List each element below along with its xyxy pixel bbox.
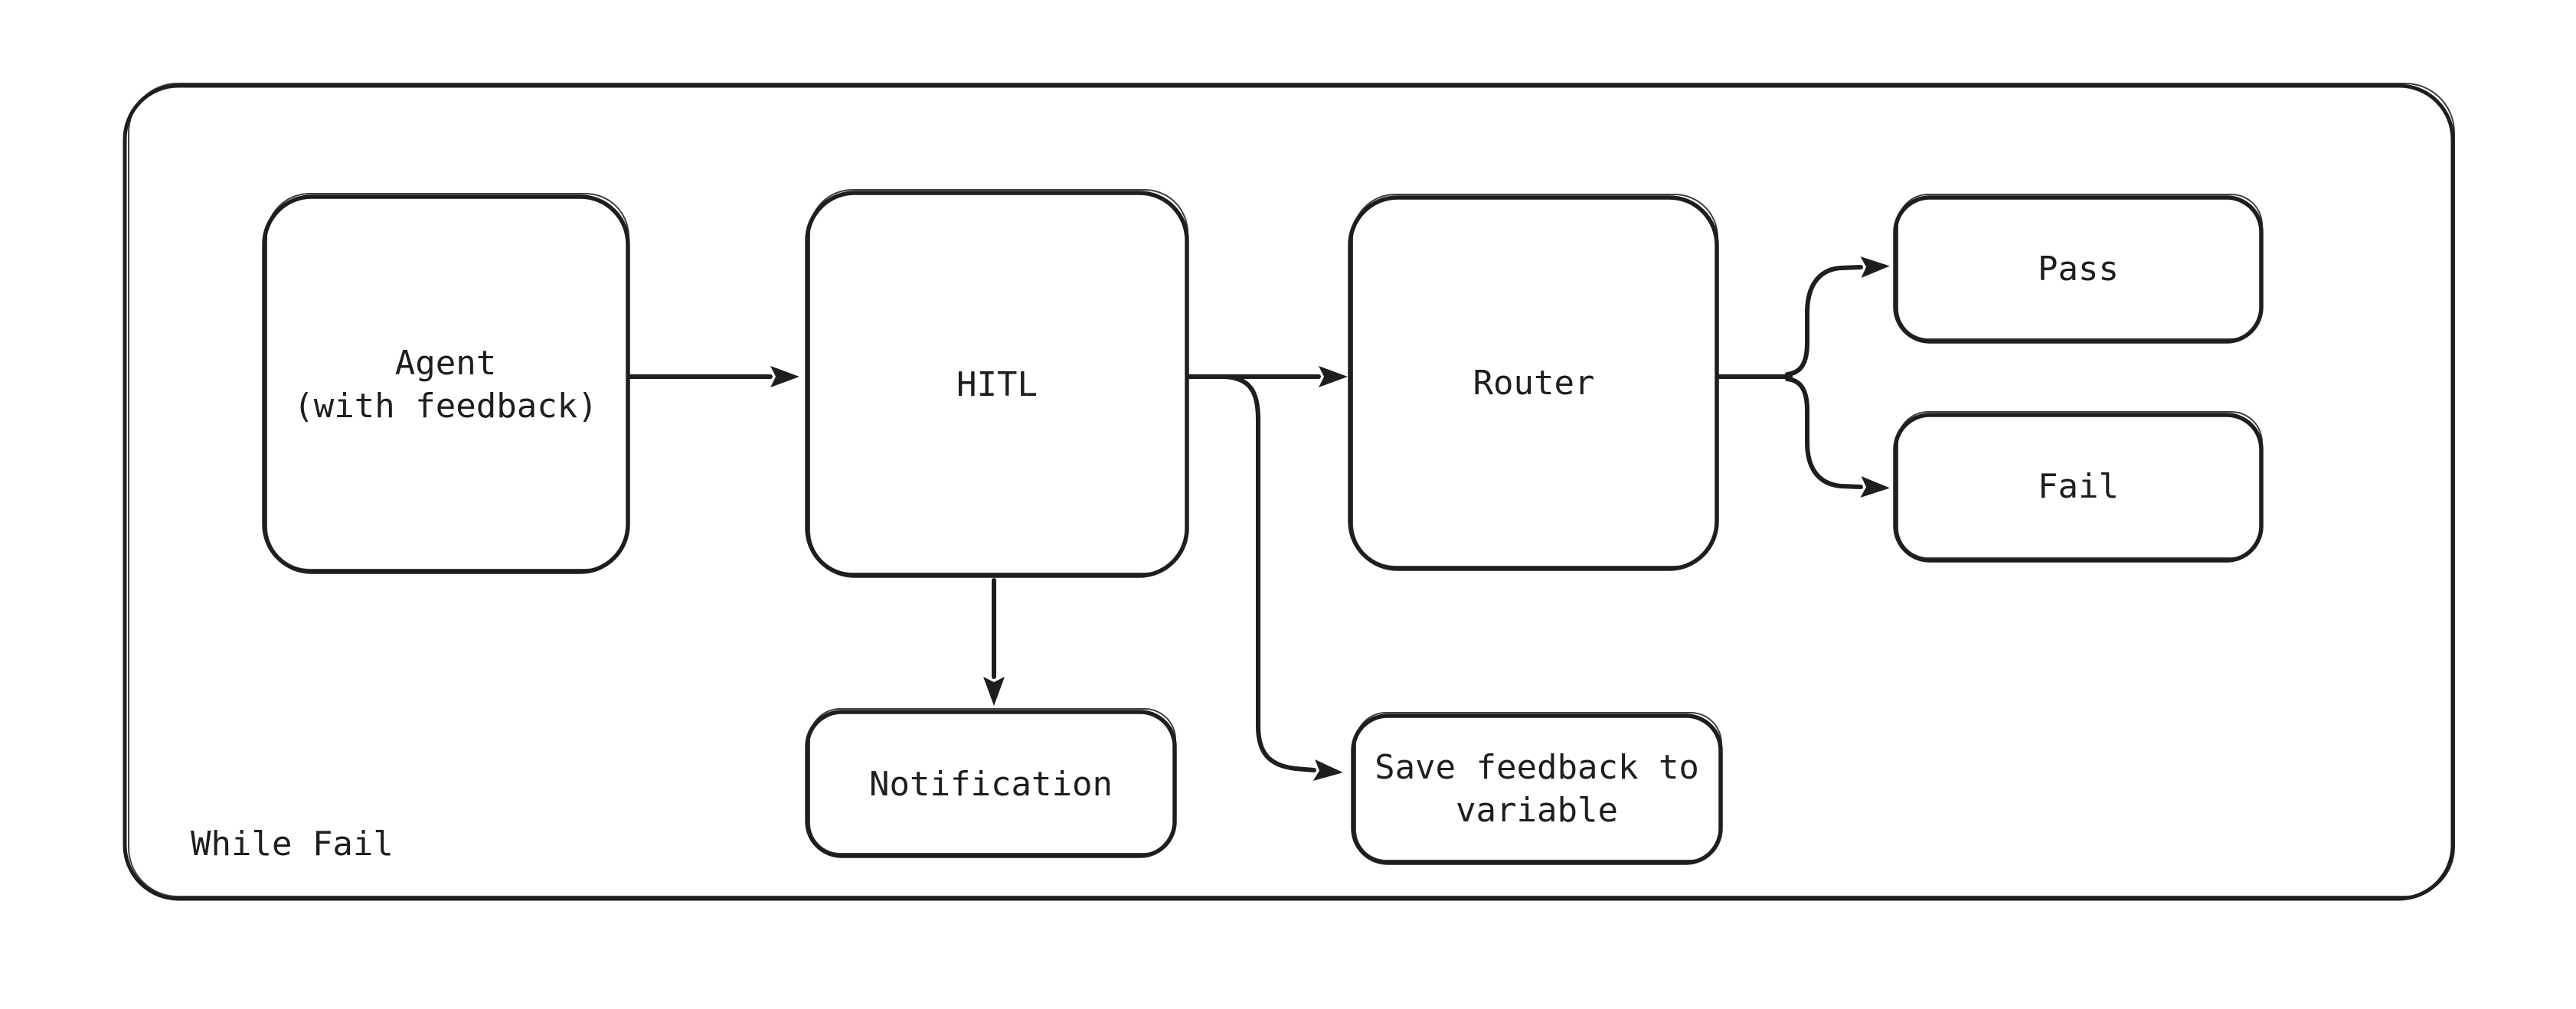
agent-node[interactable]: Agent (with feedback) [262, 193, 630, 574]
pass-node-label: Pass [2038, 250, 2119, 289]
hitl-node-sketch [809, 189, 1188, 574]
router-node-sketch [1352, 194, 1718, 567]
while-fail-frame[interactable]: While Fail [123, 83, 2455, 901]
router-node[interactable]: Router [1348, 194, 1719, 571]
pass-node-sketch [1897, 194, 2263, 340]
agent-node-label-line2: (with feedback) [293, 387, 597, 426]
hitl-node-label: HITL [956, 365, 1038, 404]
while-fail-frame-label: While Fail [191, 825, 394, 864]
while-fail-frame-rect [123, 83, 2455, 901]
router-node-label: Router [1473, 364, 1595, 403]
hitl-node[interactable]: HITL [805, 189, 1189, 578]
save-feedback-node-sketch [1355, 712, 1722, 861]
pass-node[interactable]: Pass [1893, 194, 2264, 344]
agent-node-sketch [266, 193, 629, 570]
notification-node-sketch [809, 708, 1176, 854]
save-feedback-node-label-line1: Save feedback to [1375, 748, 1699, 787]
save-feedback-node[interactable]: Save feedback to variable [1351, 712, 1723, 865]
fail-node-label: Fail [2038, 467, 2119, 506]
agent-node-rect [262, 194, 630, 574]
save-feedback-node-label-line2: variable [1456, 791, 1618, 830]
edge-hitl-to-save-feedback[interactable] [1223, 374, 1343, 781]
notification-node-label: Notification [869, 765, 1113, 804]
agent-node-label-line1: Agent [395, 344, 496, 383]
edge-router-to-fail[interactable] [1785, 377, 1890, 498]
edge-router-to-pass[interactable] [1785, 256, 1890, 377]
save-feedback-node-rect [1351, 713, 1723, 865]
while-fail-frame-sketch [128, 83, 2455, 897]
fail-node[interactable]: Fail [1893, 411, 2264, 563]
notification-node[interactable]: Notification [805, 708, 1177, 858]
fail-node-sketch [1897, 411, 2263, 559]
